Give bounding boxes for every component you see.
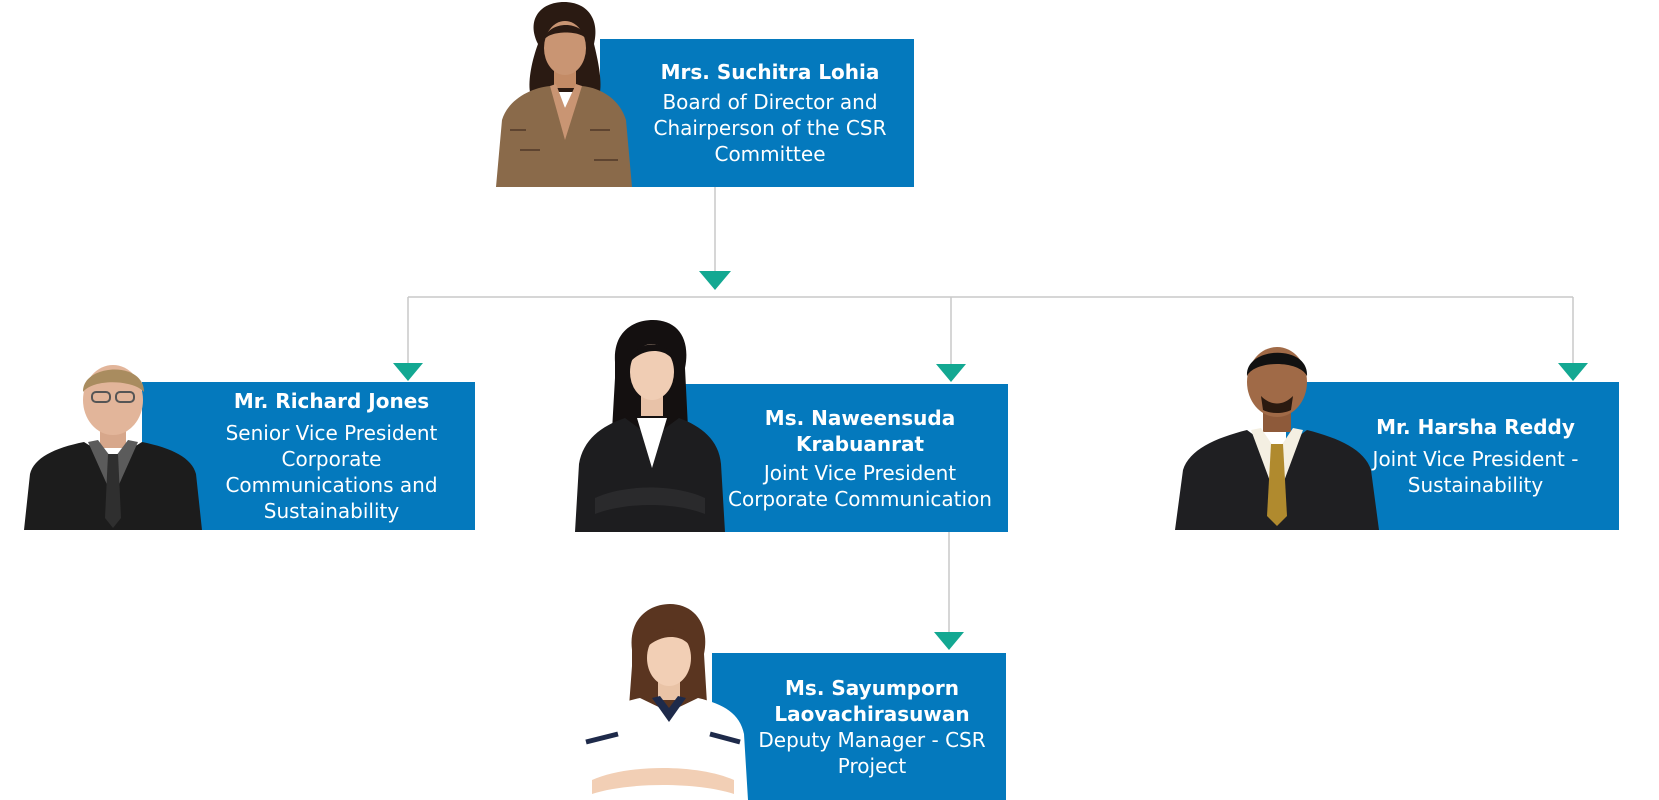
down-arrow-icon bbox=[393, 363, 423, 381]
subordinate-card: Ms. Sayumporn Laovachirasuwan Deputy Man… bbox=[712, 653, 1006, 800]
down-arrow-icon bbox=[1558, 363, 1588, 381]
down-arrow-icon bbox=[699, 271, 731, 290]
chairperson-card: Mrs. Suchitra Lohia Board of Director an… bbox=[600, 39, 914, 187]
member-name: Mr. Harsha Reddy bbox=[1376, 415, 1575, 439]
subordinate-photo bbox=[578, 604, 748, 800]
member-photo bbox=[1175, 347, 1379, 530]
member-card: Ms. Naweensuda Krabuanrat Joint Vice Pre… bbox=[676, 384, 1008, 532]
member-name: Ms. Naweensuda Krabuanrat bbox=[764, 405, 956, 456]
down-arrow-icon bbox=[936, 364, 966, 382]
member-photo bbox=[575, 320, 725, 532]
member-title: Senior Vice President Corporate Communic… bbox=[225, 421, 438, 523]
chairperson-name: Mrs. Suchitra Lohia bbox=[660, 60, 880, 84]
chairperson-photo bbox=[496, 2, 632, 187]
member-title: Joint Vice President - Sustainability bbox=[1372, 447, 1579, 497]
down-arrow-icon bbox=[934, 632, 964, 650]
subordinate-title: Deputy Manager - CSR Project bbox=[758, 727, 986, 778]
member-name: Mr. Richard Jones bbox=[233, 389, 430, 413]
subordinate-name: Ms. Sayumporn Laovachirasuwan bbox=[774, 675, 970, 726]
member-photo bbox=[24, 365, 202, 530]
member-title: Joint Vice President Corporate Communica… bbox=[728, 460, 992, 511]
chairperson-title: Board of Director and Chairperson of the… bbox=[653, 90, 887, 166]
